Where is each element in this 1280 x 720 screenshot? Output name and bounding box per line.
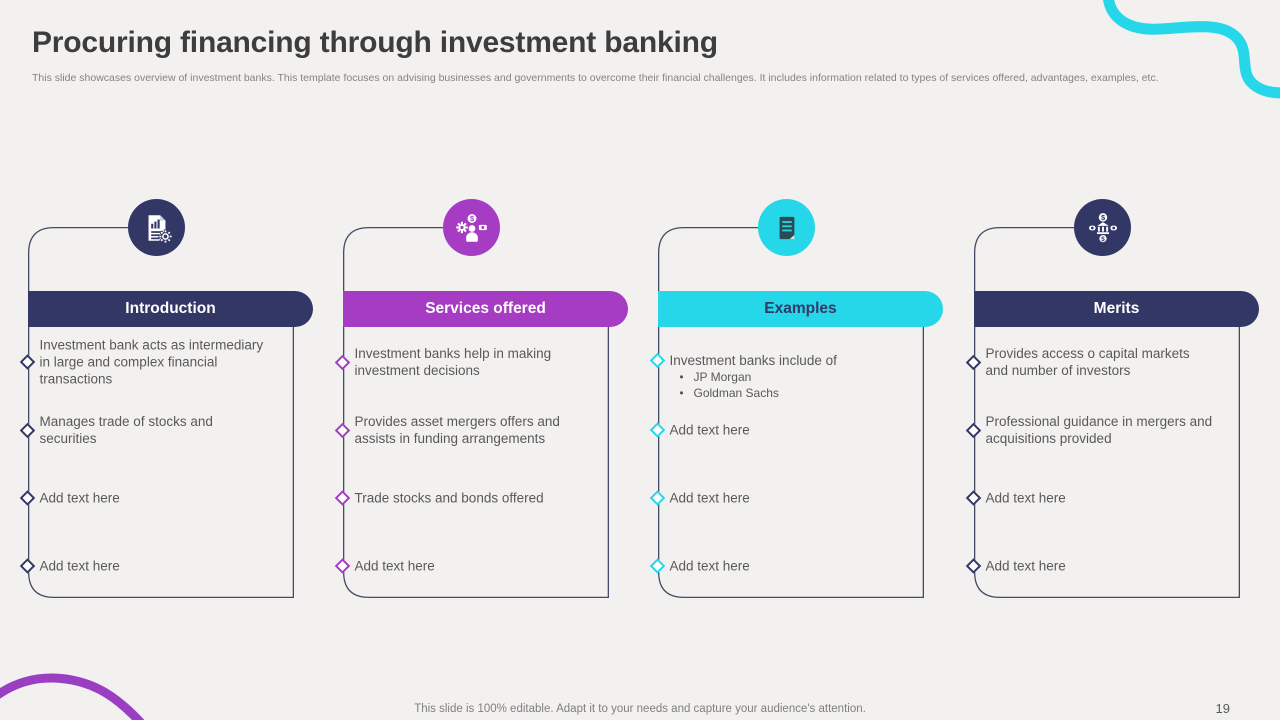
sub-list-item: Goldman Sachs [670,385,837,401]
column-header-introduction: Introduction [28,291,313,327]
svg-text:$: $ [1101,236,1105,243]
diamond-bullet-icon [334,422,350,438]
list-item: Trade stocks and bonds offered [334,490,544,507]
list-item: Add text here [965,558,1066,575]
purple-squiggle-decoration [0,673,145,720]
svg-text:$: $ [469,214,474,223]
item-text: Add text here [985,558,1066,574]
item-text: Add text here [39,558,120,574]
diamond-bullet-icon [649,422,665,438]
list-item: Manages trade of stocks and securities [19,413,268,447]
list-item: Provides asset mergers offers and assist… [334,413,583,447]
footer-note: This slide is 100% editable. Adapt it to… [414,703,866,715]
item-text: Investment banks help in making investme… [354,346,552,378]
column-header-merits: Merits [974,291,1259,327]
diamond-bullet-icon [965,558,981,574]
cyan-squiggle-decoration [1103,0,1280,99]
diamond-bullet-icon [965,490,981,506]
column-header-label: Introduction [125,300,216,317]
column-header-services-offered: Services offered [343,291,628,327]
item-text: Add text here [669,422,750,438]
item-text: Provides access o capital markets and nu… [985,346,1190,378]
item-text: Add text here [39,490,120,506]
column-header-label: Services offered [425,300,546,317]
item-text: Add text here [354,558,435,574]
item-text: Manages trade of stocks and securities [39,414,213,446]
item-text: Add text here [985,490,1066,506]
diamond-bullet-icon [19,558,35,574]
sub-list: JP Morgan Goldman Sachs [670,369,837,401]
diamond-bullet-icon [649,352,665,369]
document-chart-gear-icon [128,199,185,256]
diamond-bullet-icon [19,422,35,438]
diamond-bullet-icon [334,490,350,506]
page-title: Procuring financing through investment b… [32,26,718,59]
item-text: Trade stocks and bonds offered [354,490,544,506]
list-item: Professional guidance in mergers and acq… [965,413,1214,447]
list-item: Add text here [649,422,750,439]
diamond-bullet-icon [334,558,350,574]
item-text: Add text here [669,490,750,506]
diamond-bullet-icon [965,354,981,370]
diamond-bullet-icon [965,422,981,438]
bullet-dot-icon [670,369,694,385]
item-text: Provides asset mergers offers and assist… [354,414,560,446]
list-item: Add text here [649,490,750,507]
diamond-bullet-icon [649,490,665,506]
bullet-dot-icon [670,385,694,401]
column-introduction: Introduction Investment bank acts as int… [19,199,313,598]
document-icon [758,199,815,256]
item-text: Professional guidance in mergers and acq… [985,414,1213,446]
list-item: Add text here [19,558,120,575]
list-item: Add text here [19,490,120,507]
column-outline [658,227,924,598]
list-item: Add text here [334,558,435,575]
item-text: Add text here [669,558,750,574]
sub-list-item: JP Morgan [670,369,837,385]
list-item: Investment bank acts as intermediary in … [19,337,268,388]
column-header-examples: Examples [658,291,943,327]
diamond-bullet-icon [334,354,350,370]
list-item: Add text here [965,490,1066,507]
column-merits: $ $ Merits Provides access o capital mar… [965,199,1259,598]
diamond-bullet-icon [649,558,665,574]
column-header-label: Merits [1093,300,1140,317]
page-subtitle: This slide showcases overview of investm… [32,72,1159,84]
page-number: 19 [1215,701,1230,716]
bank-money-network-icon: $ $ [1074,199,1131,256]
item-text: Investment bank acts as intermediary in … [39,337,264,387]
item-main-text: Investment banks include of [669,353,837,368]
column-header-label: Examples [764,300,837,317]
diamond-bullet-icon [19,490,35,506]
advisor-gear-money-icon: $ [443,199,500,256]
item-text: Investment banks include of JP Morgan Go… [670,352,837,401]
list-item: Add text here [649,558,750,575]
diamond-bullet-icon [19,354,35,370]
list-item: Investment banks help in making investme… [334,345,583,379]
list-item: Investment banks include of JP Morgan Go… [649,352,837,401]
column-examples: Examples Investment banks include of JP … [649,199,943,598]
svg-text:$: $ [1100,213,1105,222]
column-services-offered: $ Services offered Investment banks help [334,199,628,598]
list-item: Provides access o capital markets and nu… [965,345,1214,379]
